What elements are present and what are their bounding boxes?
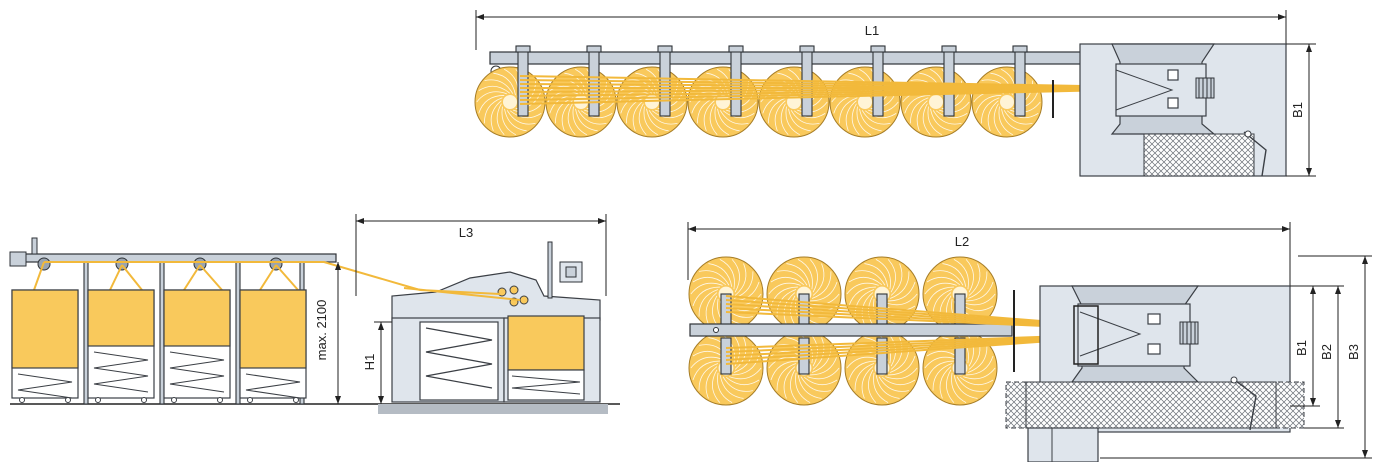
creel-post-top-4 (730, 45, 742, 117)
coil-top-8 (971, 66, 1043, 138)
l3-label: L3 (459, 225, 473, 240)
coil-top-1 (474, 66, 546, 138)
post-cap-top-6 (870, 45, 886, 53)
l3-dimension: L3 (355, 214, 607, 296)
side-sliver-path (33, 261, 421, 291)
coil-top-6 (829, 66, 901, 138)
side-creel-rail (15, 253, 337, 263)
rail-bottom-roller (713, 327, 719, 333)
post-cap-top-3 (657, 45, 673, 53)
post-cap-top-2 (586, 45, 602, 53)
l1-label: L1 (865, 23, 879, 38)
machine-plan-bottom (1005, 285, 1305, 462)
bottom-plan-view: L2 (687, 222, 1372, 462)
h1-label: H1 (362, 354, 377, 371)
post-cap-top-8 (1012, 45, 1028, 53)
post-cap-top-1 (515, 45, 531, 53)
creel-support-3 (235, 261, 241, 405)
creel-support-2 (159, 261, 165, 405)
sliver-cans (11, 289, 307, 403)
max-height-dimension: max. 2100 (314, 262, 341, 404)
post-cap-top-7 (941, 45, 957, 53)
creel-mast (31, 237, 38, 255)
creel-rail-bottom (689, 323, 1013, 337)
sliver-can-2 (87, 289, 155, 403)
creel-roller-3 (193, 257, 207, 271)
b1-label-top: B1 (1290, 102, 1305, 118)
sliver-can-3 (163, 289, 231, 403)
b3-dimension: B3 (1100, 255, 1372, 459)
top-plan-view: L1 B1 (474, 10, 1316, 177)
l2-dimension: L2 (687, 222, 1291, 300)
machine-side-view (391, 241, 601, 403)
b1-dimension-top: B1 (1286, 43, 1316, 177)
post-cap-top-4 (728, 45, 744, 53)
creel-post-bottom-2-3 (876, 337, 888, 375)
creel-motor (9, 251, 27, 267)
creel-rail-top (489, 51, 1083, 65)
side-elevation-view: max. 2100 L3 (9, 214, 620, 414)
machine-plan-top (1079, 43, 1287, 177)
post-cap-top-5 (799, 45, 815, 53)
creel-roller-2 (115, 257, 129, 271)
coil-top-5 (758, 66, 830, 138)
coil-top-4 (687, 66, 759, 138)
b3-label: B3 (1346, 344, 1361, 360)
creel-post-top-8 (1014, 45, 1026, 117)
creel-roller-4 (269, 257, 283, 271)
creel-post-bottom-2-4 (954, 337, 966, 375)
l2-label: L2 (955, 234, 969, 249)
b2-label: B2 (1319, 344, 1334, 360)
b1-label-bottom: B1 (1294, 340, 1309, 356)
sliver-can-1 (11, 289, 79, 403)
creel-post-top-6 (872, 45, 884, 117)
h1-dimension: H1 (362, 321, 392, 404)
floor-shadow (378, 404, 608, 414)
l1-dimension: L1 (475, 10, 1287, 50)
sliver-can-4 (239, 289, 307, 403)
creel-post-top-7 (943, 45, 955, 117)
coil-top-7 (900, 66, 972, 138)
b2-dimension: B2 (1304, 285, 1344, 429)
max-height-label: max. 2100 (314, 300, 329, 361)
b1-dimension-bottom: B1 (1290, 285, 1320, 407)
